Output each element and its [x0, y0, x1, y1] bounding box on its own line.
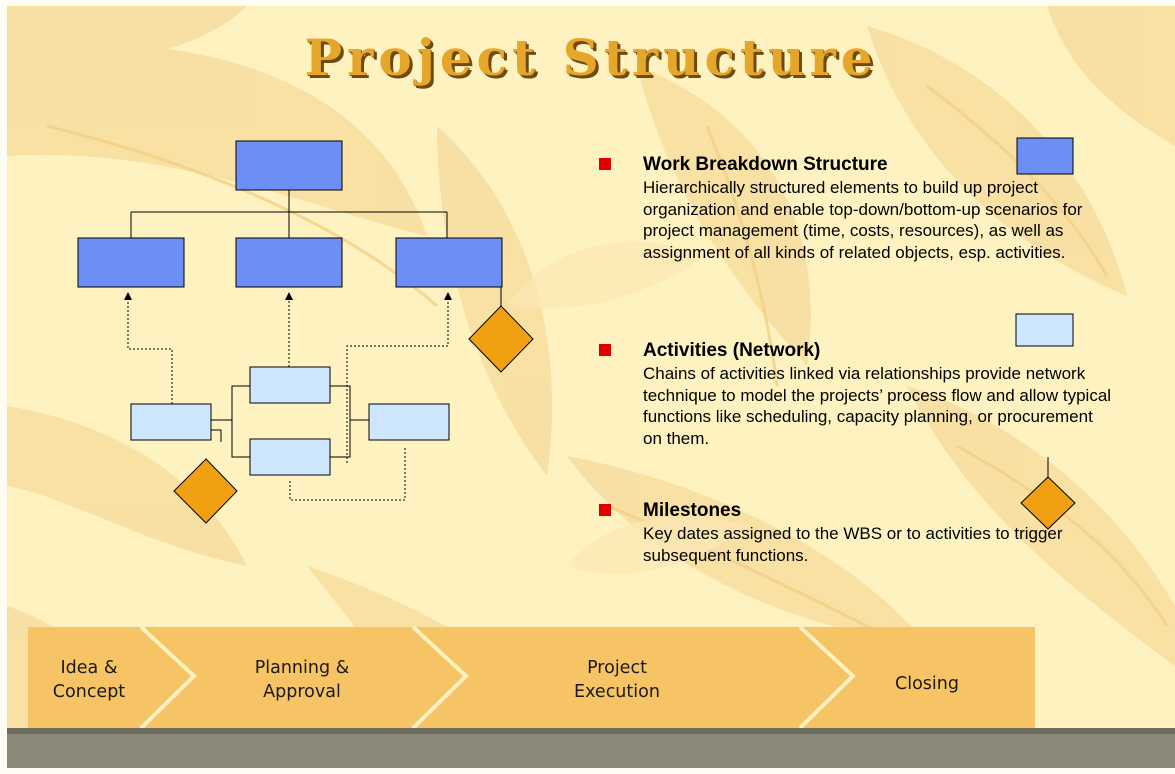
slide-title: Project Structure: [304, 28, 878, 87]
wbs-element-icon: [1016, 137, 1074, 175]
activity-box-2: [249, 366, 331, 404]
legend-icons: [1015, 137, 1076, 530]
assignment-links: [124, 292, 452, 501]
activity-box-4: [368, 403, 450, 441]
milestone-icon: [1020, 476, 1076, 530]
phase-arrow-1: [28, 627, 194, 728]
phase-arrow-4: [800, 627, 1035, 728]
bullet-description: Chains of activities linked via relation…: [643, 364, 1112, 448]
phase-label-closing: Closing: [895, 674, 959, 694]
wbs-child-element-left: [77, 237, 185, 288]
wbs-child-element-right: [395, 237, 503, 288]
milestone-diamond-activity: [173, 458, 238, 524]
phase-label-planning: Planning &Approval: [254, 658, 350, 702]
bullet-heading: Milestones: [643, 500, 742, 521]
activity-icon: [1015, 313, 1074, 347]
phase-chevron-bar: [28, 625, 1035, 728]
phase-arrow-3: [413, 627, 853, 728]
wbs-root-element: [235, 140, 343, 191]
bullet-square-icon: [599, 158, 611, 170]
slide-canvas: Project Structure: [7, 6, 1175, 728]
bullet-square-icon: [599, 344, 611, 356]
activity-box-1: [130, 403, 212, 441]
phase-label-idea: Idea &Concept: [52, 658, 126, 702]
bullet-heading: Work Breakdown Structure: [643, 154, 888, 175]
wbs-child-element-middle: [235, 237, 343, 288]
bullet-heading: Activities (Network): [643, 340, 821, 361]
activity-box-3: [249, 438, 331, 476]
bottom-bar: [7, 728, 1175, 768]
bullet-description: Key dates assigned to the WBS or to acti…: [643, 524, 1063, 565]
wbs-connector-lines: [130, 190, 448, 238]
phase-arrow-2: [141, 627, 466, 728]
project-structure-diagram: [77, 140, 534, 524]
milestone-diamond-wbs: [468, 305, 534, 373]
activity-relationships: [211, 385, 369, 458]
bullet-description: Hierarchically structured elements to bu…: [643, 178, 1083, 262]
bullet-square-icon: [599, 504, 611, 516]
bottom-bar-shadow: [7, 728, 1175, 734]
